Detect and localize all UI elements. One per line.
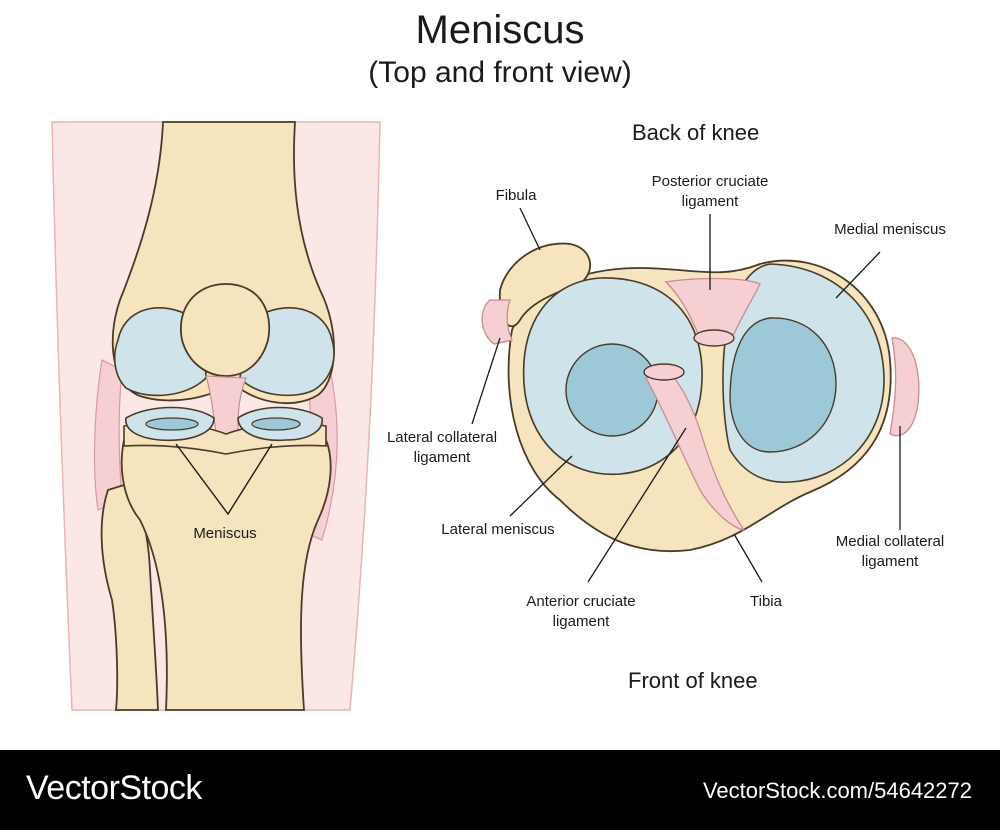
posterior-cruciate-ligament [664,277,761,335]
pcl-stump [693,329,735,347]
front-patella [180,283,271,377]
acl-label-line1: Anterior cruciate [526,593,636,610]
lcl-label-line1: Lateral collateral [386,429,498,446]
lcl-pointer [471,337,501,425]
pcl-label-line1: Posterior cruciate [651,173,769,190]
lateral-meniscus-center [565,343,659,437]
front-view-knee [51,121,381,711]
diagram-title: Meniscus [415,8,585,52]
top-view-pointers [471,207,901,583]
acl-label-line2: ligament [552,613,610,630]
diagram-subtitle: (Top and front view) [368,56,632,89]
front-meniscus-left-inner [145,417,199,431]
pcl-label-line2: ligament [681,193,739,210]
stock-id: VectorStock.com/54642272 [702,778,972,803]
lcl-label-line2: ligament [413,449,471,466]
mcl-label-line2: ligament [861,553,919,570]
medial-meniscus-pointer [835,251,881,299]
acl-stump [643,363,685,381]
medial-collateral-ligament [889,337,920,437]
meniscus-label: Meniscus [193,525,257,542]
tibia-label: Tibia [750,593,782,610]
lateral-meniscus-label: Lateral meniscus [441,521,555,538]
footer-bar: VectorStock VectorStock.com/54642272 [0,750,1000,830]
brand-logo-text: VectorStock [26,769,202,807]
acl-pointer [587,427,687,583]
tibia-pointer [733,533,763,583]
fibula-pointer [519,207,541,251]
front-meniscus-right-inner [251,417,301,431]
front-meniscus-pointer [175,443,273,516]
knee-illustration [51,121,920,711]
lateral-collateral-ligament [481,299,513,345]
mcl-label-line1: Medial collateral [835,533,945,550]
front-tibia [120,439,332,711]
back-of-knee-heading: Back of knee [632,120,760,145]
medial-meniscus-center [729,317,837,453]
lateral-meniscus-pointer [509,455,573,517]
front-of-knee-heading: Front of knee [628,668,758,693]
fibula-label: Fibula [495,187,537,204]
top-view-knee [471,207,920,583]
medial-meniscus-label: Medial meniscus [834,221,946,238]
